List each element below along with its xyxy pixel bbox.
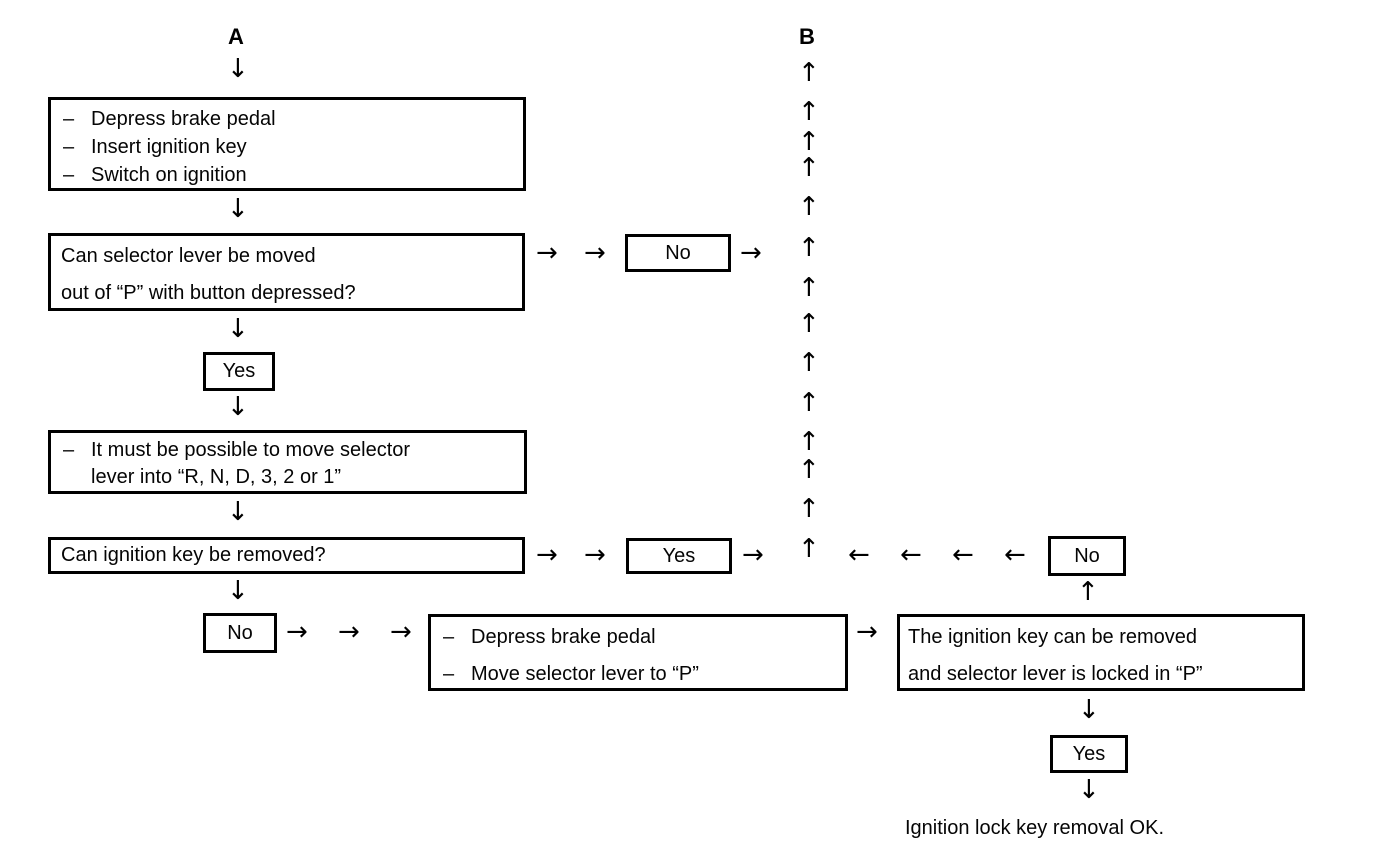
arrow-right-icon: → <box>584 540 606 570</box>
box-start-actions: –Depress brake pedal –Insert ignition ke… <box>48 97 526 191</box>
arrow-down-icon: ↓ <box>227 392 249 422</box>
box-selector-question: Can selector lever be moved out of “P” w… <box>48 233 525 311</box>
result-line: The ignition key can be removed <box>908 626 1198 648</box>
arrow-left-icon: ← <box>900 540 922 570</box>
arrow-up-icon: ↑ <box>798 127 820 157</box>
yes-badge-selector: Yes <box>203 352 275 391</box>
no-badge-selector: No <box>625 234 731 272</box>
dash: – <box>63 108 75 130</box>
arrow-up-icon: ↑ <box>798 309 820 339</box>
list-item: –It must be possible to move selector <box>63 437 524 464</box>
arrow-up-icon: ↑ <box>798 388 820 418</box>
no-badge-result: No <box>1048 536 1126 576</box>
arrow-right-icon: → <box>856 617 878 647</box>
arrow-left-icon: ← <box>1004 540 1026 570</box>
dash: – <box>443 663 455 685</box>
list-item-text: It must be possible to move selector <box>91 439 411 461</box>
dash: – <box>63 439 75 461</box>
arrow-up-icon: ↑ <box>798 58 820 88</box>
arrow-down-icon: ↓ <box>227 54 249 84</box>
arrow-up-icon: ↑ <box>798 153 820 183</box>
arrow-right-icon: → <box>740 238 762 268</box>
arrow-up-icon: ↑ <box>798 494 820 524</box>
arrow-right-icon: → <box>338 617 360 647</box>
yes-badge-result: Yes <box>1050 735 1128 773</box>
arrow-left-icon: ← <box>952 540 974 570</box>
arrow-down-icon: ↓ <box>1078 775 1100 805</box>
arrow-right-icon: → <box>536 238 558 268</box>
question-line: Can selector lever be moved <box>61 245 316 267</box>
arrow-down-icon: ↓ <box>227 194 249 224</box>
arrow-down-icon: ↓ <box>227 497 249 527</box>
dash: – <box>63 164 75 186</box>
connector-b-label: B <box>799 24 815 49</box>
result-line: and selector lever is locked in “P” <box>908 663 1203 685</box>
box-key-removal-question: Can ignition key be removed? <box>48 537 525 574</box>
dash: – <box>63 136 75 158</box>
question-line: out of “P” with button depressed? <box>61 282 356 304</box>
list-item-text: Switch on ignition <box>91 164 247 186</box>
arrow-up-icon: ↑ <box>798 192 820 222</box>
box-park-actions: –Depress brake pedal –Move selector leve… <box>428 614 848 691</box>
list-item-text: Depress brake pedal <box>471 626 656 648</box>
list-item-text: Insert ignition key <box>91 136 247 158</box>
list-item: –Depress brake pedal <box>443 619 845 656</box>
connector-a-label: A <box>228 24 244 49</box>
arrow-up-icon: ↑ <box>798 233 820 263</box>
list-item: –Depress brake pedal <box>63 105 523 133</box>
box-must-move: –It must be possible to move selector le… <box>48 430 527 494</box>
arrow-down-icon: ↓ <box>1078 695 1100 725</box>
yes-badge-key: Yes <box>626 538 732 574</box>
no-badge-key: No <box>203 613 277 653</box>
list-item: –Insert ignition key <box>63 133 523 161</box>
arrow-right-icon: → <box>584 238 606 268</box>
final-status-text: Ignition lock key removal OK. <box>905 817 1164 839</box>
list-item: –Move selector lever to “P” <box>443 656 845 693</box>
arrow-right-icon: → <box>742 540 764 570</box>
arrow-left-icon: ← <box>848 540 870 570</box>
arrow-right-icon: → <box>390 617 412 647</box>
arrow-up-icon: ↑ <box>798 534 820 564</box>
arrow-up-icon: ↑ <box>798 348 820 378</box>
arrow-right-icon: → <box>286 617 308 647</box>
question-line: Can ignition key be removed? <box>61 544 326 566</box>
arrow-right-icon: → <box>536 540 558 570</box>
arrow-up-icon: ↑ <box>798 427 820 457</box>
arrow-up-icon: ↑ <box>1077 577 1099 607</box>
list-item-text: Depress brake pedal <box>91 108 276 130</box>
list-item-continuation: lever into “R, N, D, 3, 2 or 1” <box>91 466 342 488</box>
list-item-text: Move selector lever to “P” <box>471 663 699 685</box>
list-item: –Switch on ignition <box>63 161 523 189</box>
arrow-up-icon: ↑ <box>798 455 820 485</box>
dash: – <box>443 626 455 648</box>
arrow-up-icon: ↑ <box>798 97 820 127</box>
arrow-up-icon: ↑ <box>798 273 820 303</box>
arrow-down-icon: ↓ <box>227 576 249 606</box>
box-result: The ignition key can be removed and sele… <box>897 614 1305 691</box>
arrow-down-icon: ↓ <box>227 314 249 344</box>
